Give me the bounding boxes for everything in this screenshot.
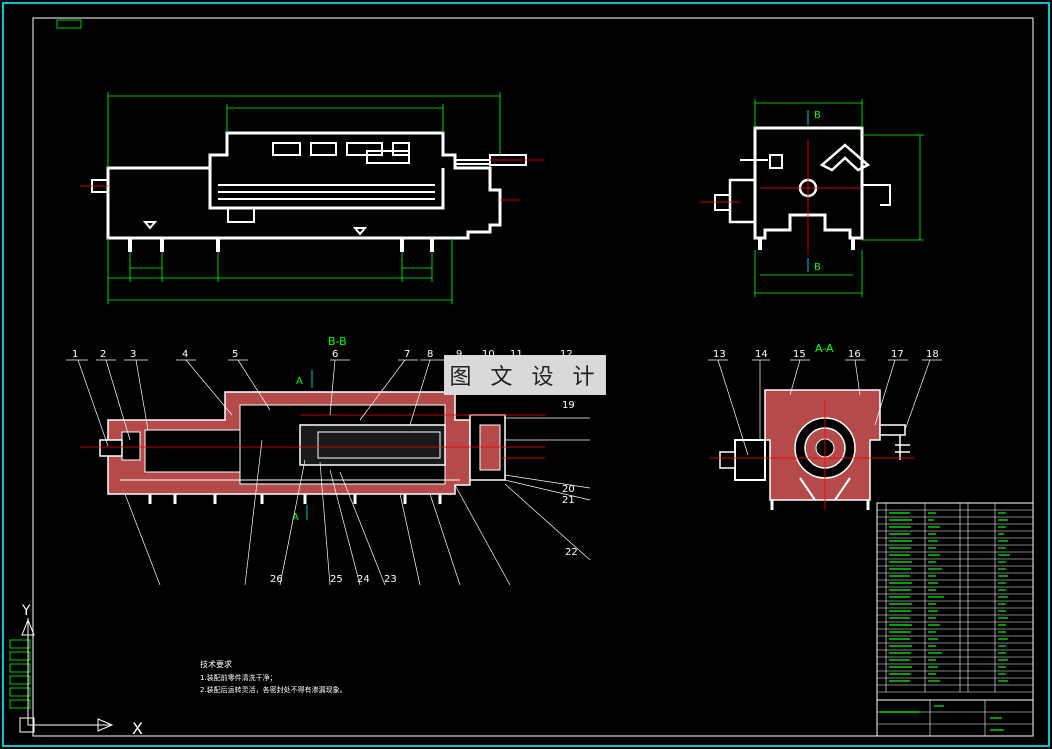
- ucs-y-label: Y: [21, 603, 31, 619]
- balloon-14: 14: [755, 349, 768, 360]
- side-view: [714, 126, 891, 250]
- ucs-x-label: X: [132, 719, 143, 738]
- section-a-left: A: [296, 376, 303, 387]
- balloon-8: 8: [427, 349, 433, 360]
- section-a-right: A: [292, 512, 299, 523]
- balloon-23: 23: [384, 574, 397, 585]
- balloon-25: 25: [330, 574, 343, 585]
- front-view-dimensions: [107, 92, 501, 304]
- side-view-dimensions: [754, 99, 924, 297]
- parts-list-entries: [880, 512, 1010, 731]
- tech-req-title: 技术要求: [200, 659, 232, 669]
- balloon-12: 12: [560, 349, 573, 360]
- balloon-4: 4: [182, 349, 188, 360]
- section-view: [99, 391, 506, 504]
- balloon-6: 6: [332, 349, 338, 360]
- left-side-strip: [9, 639, 31, 709]
- balloon-3: 3: [130, 349, 136, 360]
- balloon-7: 7: [404, 349, 410, 360]
- ucs-icon: [19, 618, 114, 733]
- inner-frame: [32, 17, 1034, 737]
- title-tag: [56, 19, 82, 29]
- balloon-13: 13: [713, 349, 726, 360]
- leader-lines: [66, 359, 591, 586]
- balloon-19: 19: [562, 400, 575, 411]
- balloon-10: 10: [482, 349, 495, 360]
- balloon-2: 2: [100, 349, 106, 360]
- balloon-5: 5: [232, 349, 238, 360]
- balloon-21: 21: [562, 495, 575, 506]
- section-b-top: B: [814, 110, 821, 121]
- section-bb-label: B-B: [328, 335, 347, 348]
- balloon-15: 15: [793, 349, 806, 360]
- section-b-bottom: B: [814, 262, 821, 273]
- balloon-26: 26: [270, 574, 283, 585]
- tech-req-line1: 1.装配前零件清洗干净；: [200, 673, 277, 682]
- section-aa-view: [719, 389, 910, 510]
- parts-list-table: [876, 502, 1034, 737]
- balloon-22: 22: [565, 547, 578, 558]
- section-aa-label: A-A: [815, 342, 834, 355]
- balloon-11: 11: [510, 349, 523, 360]
- balloon-24: 24: [357, 574, 370, 585]
- watermark-banner: 图 文 设 计: [444, 355, 606, 395]
- front-view: [91, 131, 527, 252]
- balloon-9: 9: [456, 349, 462, 360]
- balloon-20: 20: [562, 484, 575, 495]
- balloon-1: 1: [72, 349, 78, 360]
- balloon-16: 16: [848, 349, 861, 360]
- tech-req-line2: 2.装配后运转灵活，各密封处不得有渗漏现象。: [200, 685, 347, 694]
- balloon-18: 18: [926, 349, 939, 360]
- balloon-17: 17: [891, 349, 904, 360]
